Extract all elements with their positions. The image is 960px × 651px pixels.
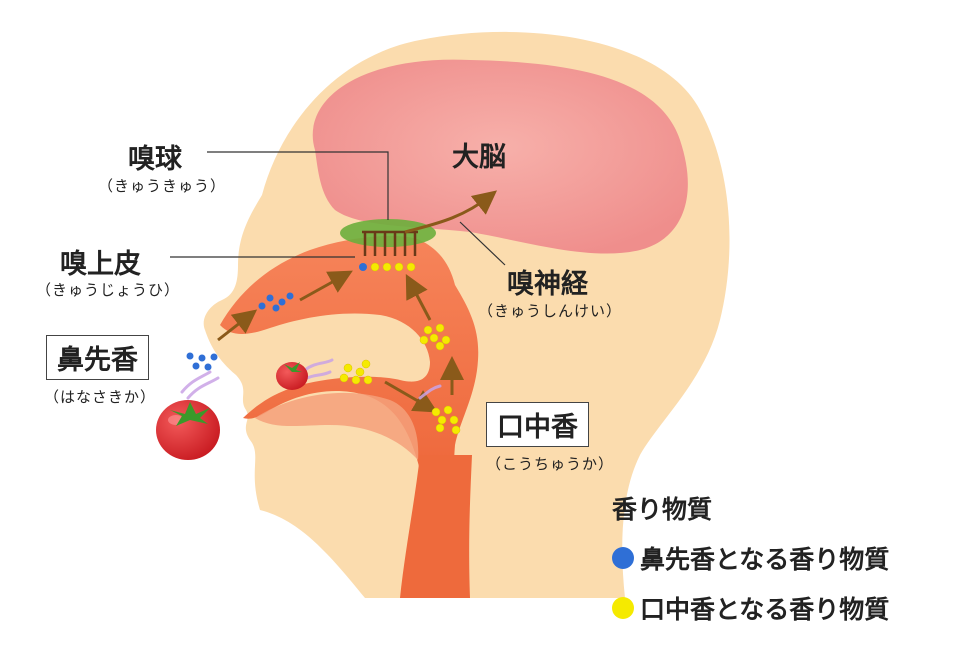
legend-item-label: 鼻先香となる香り物質 [640,545,890,574]
yellow-dot [394,262,404,272]
olfactory-nerve-label: 嗅神経 [507,269,588,300]
scent-wisps [180,358,442,400]
pharynx-shape [400,455,472,598]
yellow-dot-icon [612,597,634,619]
retronasal-label: 口中香 [486,402,589,447]
blue-dot-icon [612,547,634,569]
legend-title: 香り物質 [612,495,713,524]
blue-dot [359,263,367,271]
olfactory-epithelium-label: 嗅上皮 [60,249,141,280]
orthonasal-reading: （はなさきか） [44,388,157,406]
yellow-dot [406,262,416,272]
tongue-shape [255,392,419,460]
tomato-icon [156,400,220,460]
yellow-odor-dots [339,323,461,435]
nerve-arrow [404,190,498,234]
olfactory-bulb-label: 嗅球 [128,144,182,175]
cerebrum-label: 大脳 [452,142,506,173]
olfactory-epithelium-reading: （きゅうじょうひ） [36,281,181,299]
retronasal-reading: （こうちゅうか） [486,455,615,473]
yellow-dot [382,262,392,272]
cerebrum-shape [312,59,688,254]
legend-item-retronasal: 口中香となる香り物質 [612,590,889,626]
legend-item-label: 口中香となる香り物質 [640,595,890,624]
airway-shape [220,235,479,598]
tomato-in-mouth [276,362,308,390]
orthonasal-label: 鼻先香 [46,335,149,380]
airflow-arrows [217,270,464,413]
olfactory-nerve-reading: （きゅうしんけい） [478,302,623,320]
olfactory-bulb-reading: （きゅうきゅう） [98,177,227,195]
yellow-dot [370,262,380,272]
leader-lines [170,151,506,266]
legend-item-orthonasal: 鼻先香となる香り物質 [612,540,889,576]
blue-odor-dots [186,292,294,371]
